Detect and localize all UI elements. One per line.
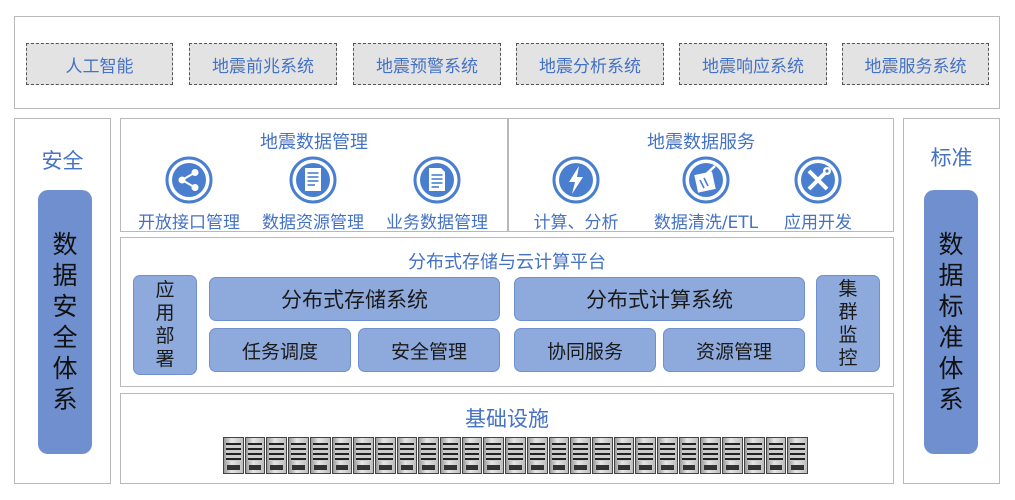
server-icon bbox=[700, 437, 722, 474]
server-icon bbox=[570, 437, 591, 474]
server-icon bbox=[461, 437, 483, 474]
security-title: 安全 bbox=[41, 149, 84, 173]
platform-title: 分布式存储与云计算平台 bbox=[408, 252, 606, 273]
bar-char: 标 bbox=[938, 292, 964, 321]
feature-label: 数据资源管理 bbox=[262, 213, 364, 233]
share-icon bbox=[165, 156, 213, 204]
bar-char: 系 bbox=[938, 385, 964, 414]
cluster-monitor-box[interactable]: 集 群 监 控 bbox=[816, 275, 880, 372]
feature-app-development[interactable]: 应用开发 bbox=[752, 156, 884, 233]
box-char: 群 bbox=[838, 300, 858, 323]
task-scheduling-box[interactable]: 任务调度 bbox=[209, 328, 351, 372]
distributed-compute-box[interactable]: 分布式计算系统 bbox=[514, 277, 805, 321]
bar-char: 体 bbox=[938, 354, 964, 383]
server-icon bbox=[374, 437, 396, 474]
bar-char: 安 bbox=[52, 292, 78, 321]
server-icon bbox=[418, 437, 440, 474]
bar-char: 据 bbox=[938, 261, 964, 290]
resource-management-box[interactable]: 资源管理 bbox=[663, 328, 805, 372]
server-icon bbox=[722, 437, 743, 474]
system-box-early-warning[interactable]: 地震预警系统 bbox=[353, 43, 501, 85]
system-box-precursor[interactable]: 地震前兆系统 bbox=[189, 43, 337, 85]
clean-icon bbox=[682, 156, 730, 204]
system-box-ai[interactable]: 人工智能 bbox=[26, 43, 173, 85]
server-icon bbox=[765, 437, 787, 474]
server-icon bbox=[787, 437, 808, 474]
data-standards-system-bar: 数 据 标 准 体 系 bbox=[924, 190, 978, 454]
feature-compute-analysis[interactable]: 计算、分析 bbox=[510, 156, 642, 233]
feature-data-cleaning[interactable]: 数据清洗/ETL bbox=[640, 156, 772, 233]
server-icon bbox=[309, 437, 331, 474]
standards-title: 标准 bbox=[930, 146, 973, 170]
document-icon bbox=[413, 156, 461, 204]
server-icon bbox=[223, 437, 244, 474]
feature-data-resource[interactable]: 数据资源管理 bbox=[247, 156, 379, 233]
data-security-system-bar: 数 据 安 全 体 系 bbox=[38, 190, 92, 454]
box-char: 署 bbox=[155, 348, 175, 370]
server-icon bbox=[743, 437, 765, 474]
server-icon bbox=[678, 437, 700, 474]
server-icon bbox=[396, 437, 418, 474]
bar-char: 数 bbox=[938, 230, 964, 259]
box-char: 用 bbox=[155, 302, 175, 324]
server-icon bbox=[526, 437, 548, 474]
feature-label: 数据清洗/ETL bbox=[653, 213, 759, 233]
security-management-box[interactable]: 安全管理 bbox=[358, 328, 500, 372]
server-icon bbox=[331, 437, 353, 474]
server-icon bbox=[591, 437, 613, 474]
data-service-title: 地震数据服务 bbox=[647, 132, 755, 153]
bar-char: 准 bbox=[938, 323, 964, 352]
server-icon bbox=[440, 437, 461, 474]
box-char: 监 bbox=[838, 323, 858, 346]
feature-business-data[interactable]: 业务数据管理 bbox=[371, 156, 503, 233]
application-layer bbox=[14, 16, 1000, 109]
system-box-service[interactable]: 地震服务系统 bbox=[842, 43, 989, 85]
lightning-icon bbox=[552, 156, 600, 204]
server-icon bbox=[244, 437, 266, 474]
server-icon bbox=[548, 437, 570, 474]
box-char: 应 bbox=[155, 279, 175, 301]
feature-label: 计算、分析 bbox=[533, 213, 619, 233]
app-deploy-box[interactable]: 应 用 部 署 bbox=[133, 275, 197, 375]
document-icon bbox=[289, 156, 337, 204]
feature-label: 开放接口管理 bbox=[138, 213, 240, 233]
server-icon bbox=[505, 437, 526, 474]
infrastructure-title: 基础设施 bbox=[465, 407, 549, 431]
bar-char: 全 bbox=[52, 323, 78, 352]
box-char: 控 bbox=[838, 346, 858, 369]
bar-char: 据 bbox=[52, 261, 78, 290]
server-icon bbox=[657, 437, 678, 474]
box-char: 集 bbox=[838, 277, 858, 300]
distributed-storage-box[interactable]: 分布式存储系统 bbox=[209, 277, 500, 321]
bar-char: 体 bbox=[52, 354, 78, 383]
server-icon bbox=[288, 437, 309, 474]
feature-label: 业务数据管理 bbox=[386, 213, 488, 233]
bar-char: 数 bbox=[52, 230, 78, 259]
feature-open-interface[interactable]: 开放接口管理 bbox=[123, 156, 255, 233]
data-management-title: 地震数据管理 bbox=[260, 132, 368, 153]
server-icon bbox=[613, 437, 635, 474]
server-rack-row bbox=[223, 437, 808, 474]
server-icon bbox=[635, 437, 657, 474]
server-icon bbox=[266, 437, 288, 474]
server-icon bbox=[483, 437, 505, 474]
system-box-response[interactable]: 地震响应系统 bbox=[679, 43, 827, 85]
box-char: 部 bbox=[155, 325, 175, 347]
bar-char: 系 bbox=[52, 385, 78, 414]
feature-label: 应用开发 bbox=[784, 213, 852, 233]
collaboration-service-box[interactable]: 协同服务 bbox=[514, 328, 656, 372]
server-icon bbox=[353, 437, 374, 474]
tools-icon bbox=[794, 156, 842, 204]
system-box-analysis[interactable]: 地震分析系统 bbox=[516, 43, 664, 85]
